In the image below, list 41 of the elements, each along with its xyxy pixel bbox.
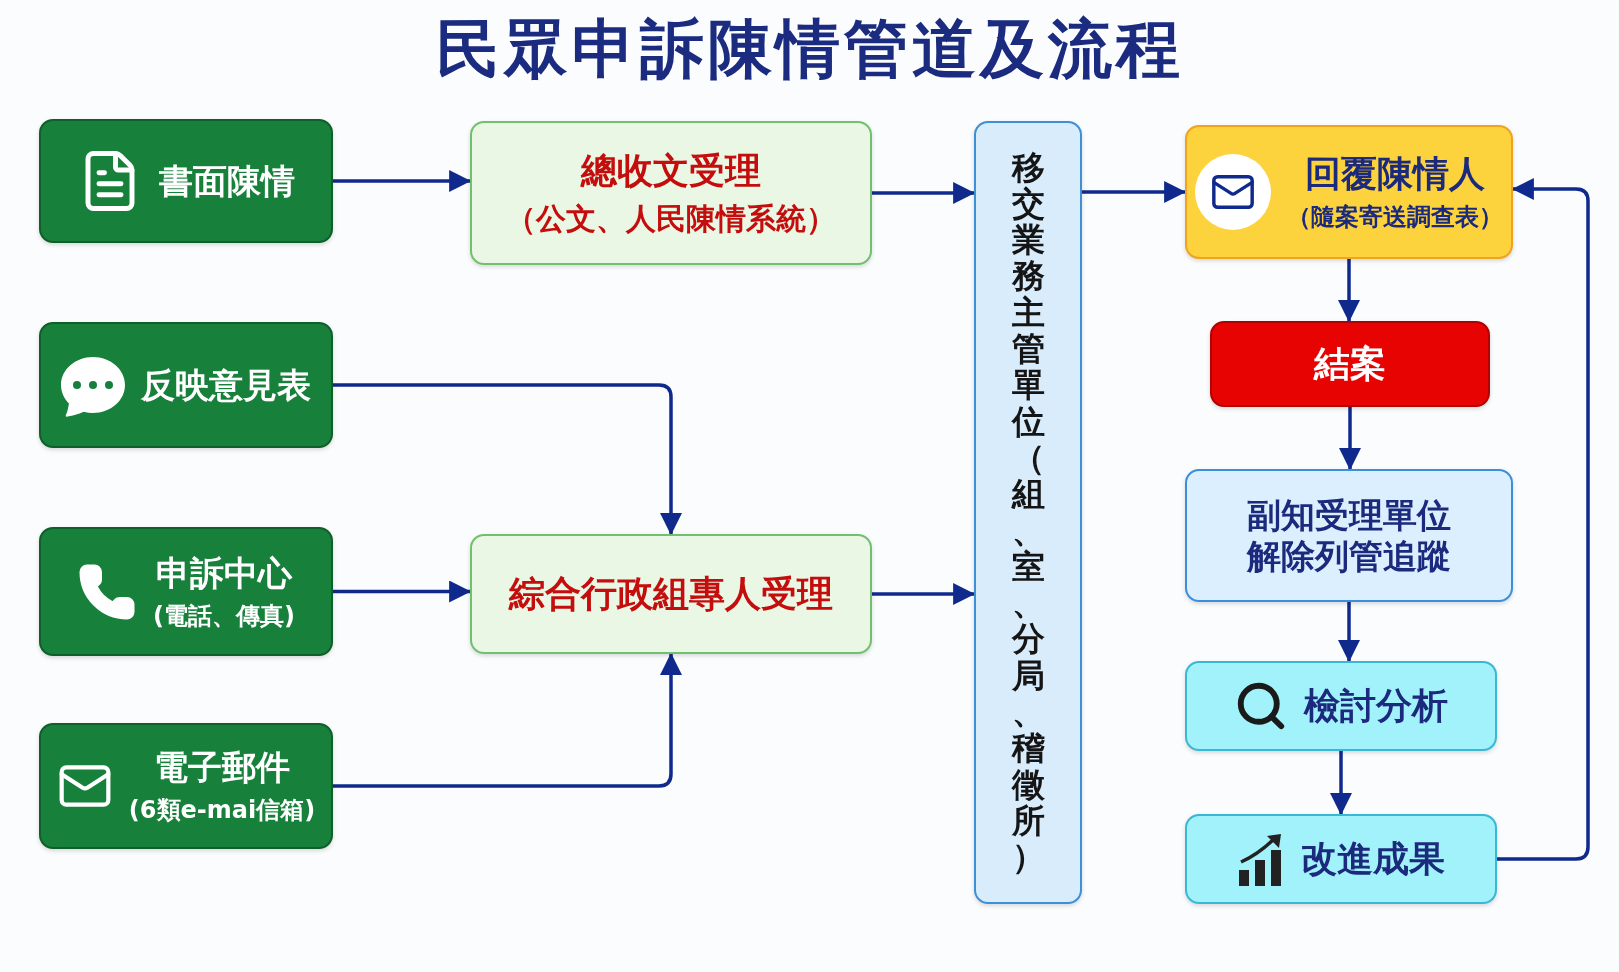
- arrow: [333, 170, 472, 192]
- node-title: 綜合行政組專人受理: [509, 572, 833, 616]
- channel-box: [39, 527, 333, 656]
- arrow: [872, 583, 976, 605]
- channel-box: [39, 322, 333, 448]
- arrow: [872, 182, 976, 204]
- process-box: [1185, 661, 1497, 751]
- node-title: 檢討分析: [1304, 684, 1448, 728]
- arrow: [333, 652, 682, 788]
- node-title: 電子郵件: [154, 747, 290, 788]
- node-title: 書面陳情: [159, 160, 295, 202]
- node-subtitle: （公文、人民陳情系統）: [506, 200, 836, 237]
- process-box: [974, 121, 1082, 904]
- process-box: [1185, 125, 1513, 259]
- node-title: 總收文受理: [581, 149, 761, 193]
- arrow: [1338, 259, 1360, 323]
- node-title: 副知受理單位解除列管追蹤: [1245, 494, 1452, 577]
- diagram-title: 民眾申訴陳情管道及流程: [435, 14, 1184, 85]
- process-box: [1210, 321, 1490, 407]
- arrow: [1497, 178, 1590, 861]
- node-subtitle: (6類e-mai信箱): [128, 796, 316, 825]
- vertical-label: 移交業務主管單位（組、室、分局、稽徵所）: [1011, 149, 1045, 876]
- node-title: 申訴中心: [156, 552, 292, 594]
- channel-box: [39, 723, 333, 849]
- arrow: [333, 580, 472, 603]
- node-title: 改進成果: [1301, 837, 1445, 881]
- arrow: [1330, 751, 1352, 816]
- node-title: 回覆陳情人: [1305, 152, 1485, 196]
- node-title: 反映意見表: [141, 364, 311, 406]
- arrow: [1082, 181, 1187, 203]
- arrow: [1338, 602, 1360, 663]
- process-box: [1185, 469, 1513, 602]
- node-subtitle: （隨案寄送調查表）: [1287, 203, 1503, 232]
- arrow: [1339, 407, 1361, 471]
- process-box: [470, 534, 872, 654]
- process-box: [470, 121, 872, 265]
- channel-box: [39, 119, 333, 243]
- process-box: [1185, 814, 1497, 904]
- node-subtitle: (電話、傳真): [153, 601, 295, 631]
- node-title: 結案: [1314, 342, 1386, 386]
- arrow: [333, 383, 682, 536]
